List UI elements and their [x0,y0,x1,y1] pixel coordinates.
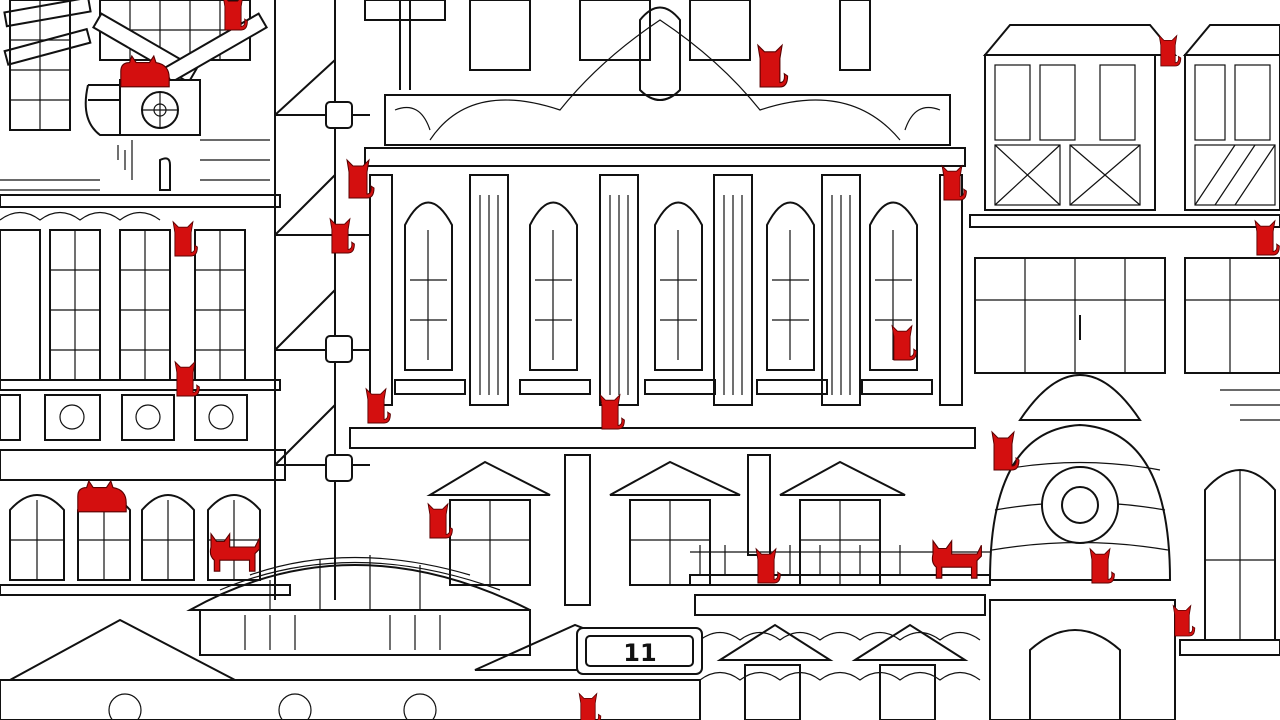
cat-arch-window[interactable] [77,479,127,513]
scaffold [274,0,411,600]
cat-dome-bottom[interactable] [1089,547,1115,584]
found-counter-text: 11 [623,639,656,667]
left-building [0,0,291,596]
cat-column-left-lower[interactable] [365,387,391,424]
lower-roofs [0,555,1280,720]
cat-ledge-center[interactable] [599,393,625,430]
central-building [349,0,991,606]
cat-right-edge[interactable] [1172,604,1196,637]
cat-chimney-right[interactable] [1158,34,1182,67]
cat-right-roof[interactable] [1254,219,1280,256]
cat-balcony[interactable] [755,547,781,584]
cat-left-wall-lower[interactable] [174,360,200,397]
cat-dome-left[interactable] [991,430,1020,471]
found-counter-plaque: 11 [576,627,703,675]
cat-window-sill[interactable] [891,324,917,361]
cat-column-right[interactable] [941,164,967,201]
cat-top-left-window[interactable] [223,0,248,31]
cat-bottom-center[interactable] [578,692,602,720]
cat-scaffold[interactable] [329,217,355,254]
cat-left-walking[interactable] [209,532,260,572]
cat-on-fan[interactable] [120,54,170,88]
cat-pediment-left[interactable] [427,502,453,539]
cat-balcony-walking[interactable] [931,539,982,579]
right-building [969,24,1280,641]
cat-cornice-top[interactable] [757,43,789,88]
cat-left-wall-upper[interactable] [172,220,198,257]
cats-layer[interactable] [77,0,1280,720]
cat-column-left-upper[interactable] [346,158,375,199]
